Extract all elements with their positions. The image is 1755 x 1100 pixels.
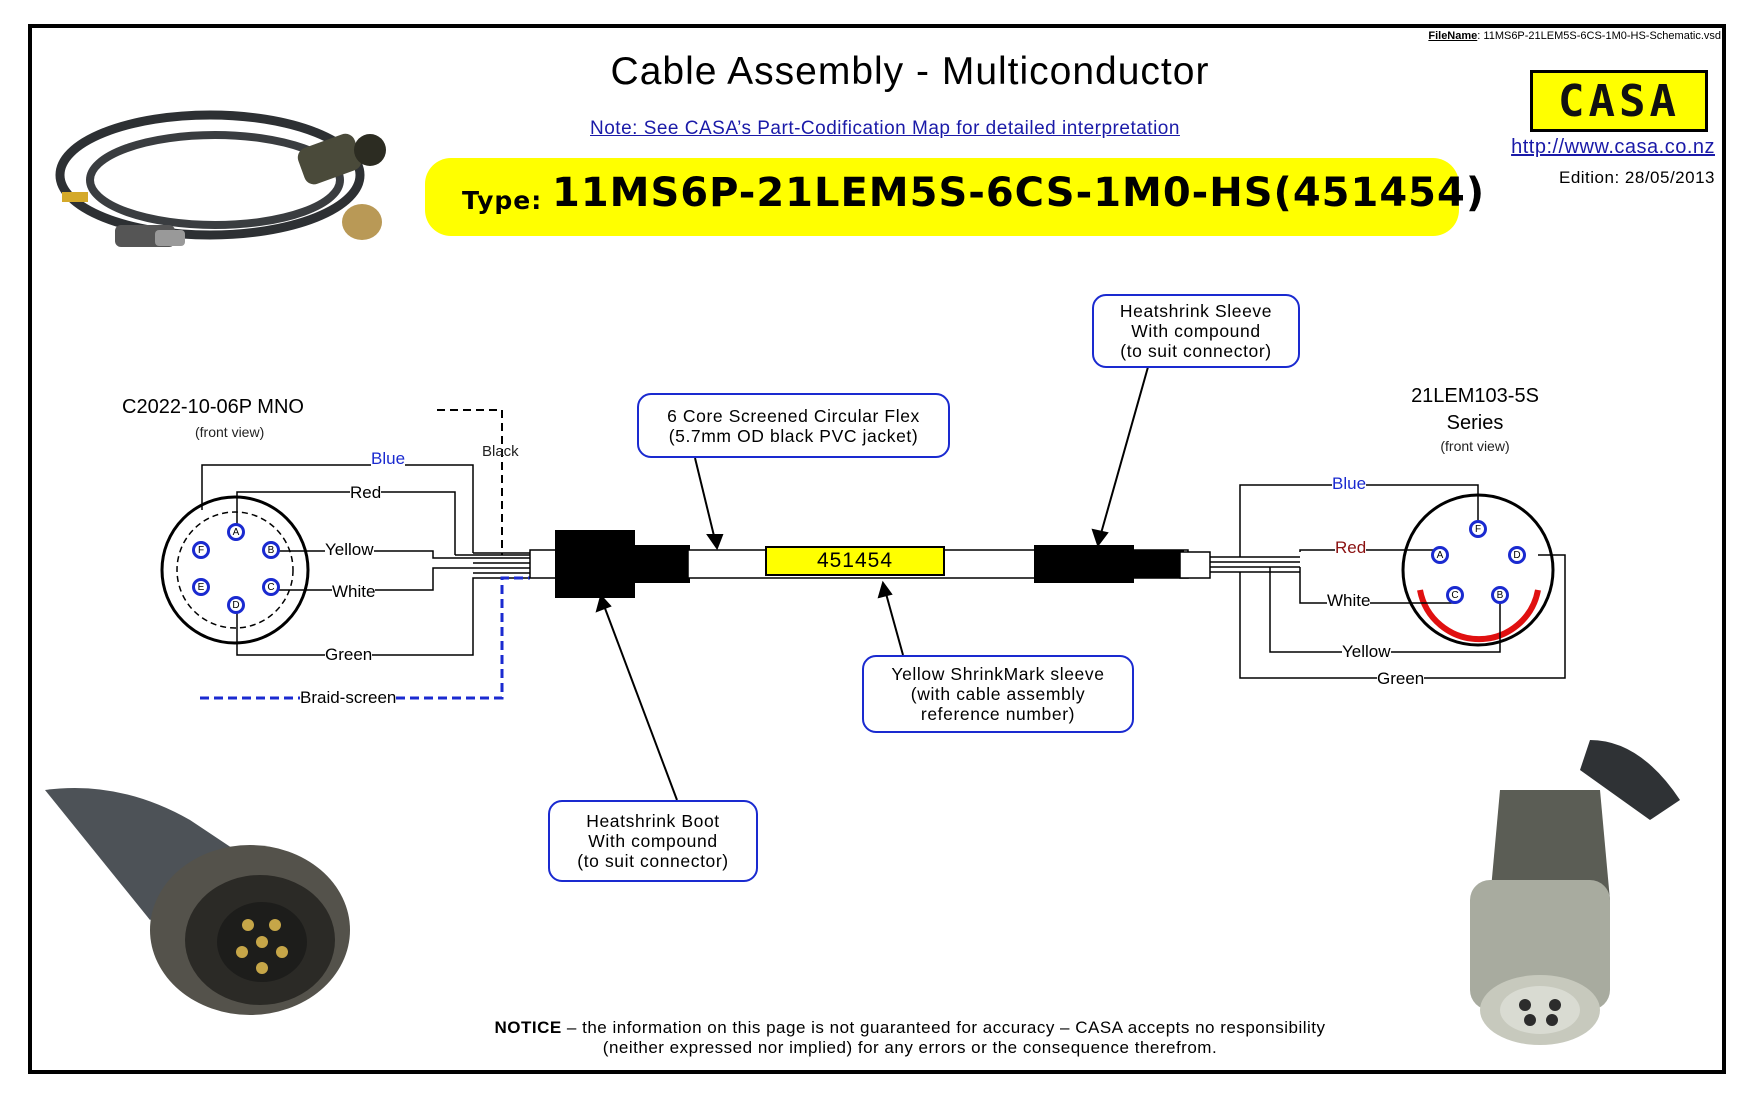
left-connector-view: (front view) [195,424,265,440]
type-banner [425,158,1459,236]
filename: FileName: 11MS6P-21LEM5S-6CS-1M0-HS-Sche… [1428,30,1721,42]
left-wire-white: White [332,582,376,602]
notice-line2: (neither expressed nor implied) for any … [602,1038,1218,1057]
right-connector-photo [1470,740,1680,1045]
left-wire-red: Red [350,483,382,503]
right-wire-yellow: Yellow [1342,642,1391,662]
right-wire-green: Green [1377,669,1425,689]
right-wire-red: Red [1335,538,1367,558]
right-wire-white: White [1327,591,1371,611]
right-connector-name: 21LEM103-5S [1411,385,1539,407]
type-label: Type: [462,186,543,215]
right-wire-blue: Blue [1332,474,1367,494]
left-pin-c: C [262,578,280,596]
right-connector-series: Series [1446,412,1504,434]
cable-callout: 6 Core Screened Circular Flex (5.7mm OD … [637,393,950,458]
cable-callout-line2: (5.7mm OD black PVC jacket) [668,425,919,446]
page-title: Cable Assembly - Multiconductor [610,50,1210,93]
left-pin-d: D [227,596,245,614]
right-pin-c: C [1446,586,1464,604]
left-connector-drawing [160,409,530,700]
right-pin-b: B [1491,586,1509,604]
shrinkmark-callout-line2: (with cable assembly [910,684,1086,704]
left-wire-blue: Blue [371,449,406,469]
casa-logo: CASA [1558,75,1680,127]
sleeve-callout-line1: Heatshrink Sleeve [1119,301,1273,321]
shrinkmark-callout-line1: Yellow ShrinkMark sleeve [891,664,1105,684]
callout-leaders [595,366,1149,801]
sleeve-callout-line3: (to suit connector) [1120,341,1272,361]
casa-logo-box [1530,70,1708,132]
notice-line1: NOTICE – the information on this page is… [494,1018,1326,1037]
left-connector-photo [45,788,350,1015]
shrinkmark-number: 451454 [765,546,945,576]
left-pin-b: B [262,541,280,559]
right-connector-view: (front view) [1440,438,1510,454]
left-connector-name: C2022-10-06P MNO [122,396,304,418]
left-wire-green: Green [325,645,373,665]
black-wire-label: Black [482,443,519,460]
boot-callout-line3: (to suit connector) [577,851,729,871]
left-wire-yellow: Yellow [325,540,374,560]
edition-date: Edition: 28/05/2013 [1558,168,1715,187]
boot-callout-line1: Heatshrink Boot [586,811,720,831]
right-pin-f: F [1469,520,1487,538]
cable-photo [55,110,386,247]
boot-callout: Heatshrink Boot With compound (to suit c… [548,800,758,882]
braid-screen-label: Braid-screen [300,688,397,708]
boot-callout-line2: With compound [588,831,718,851]
notice: NOTICE – the information on this page is… [0,1018,1755,1058]
cable-callout-line1: 6 Core Screened Circular Flex [667,405,920,426]
shrinkmark-callout-line3: reference number) [920,704,1076,724]
sleeve-callout: Heatshrink Sleeve With compound (to suit… [1092,294,1300,368]
left-pin-e: E [192,578,210,596]
right-pin-a: A [1431,546,1449,564]
codification-map-link[interactable]: Note: See CASA’s Part-Codification Map f… [590,118,1180,139]
page-frame [28,24,1726,1074]
left-pin-f: F [192,541,210,559]
right-connector-drawing [1239,484,1566,679]
shrinkmark-callout: Yellow ShrinkMark sleeve (with cable ass… [862,655,1134,733]
right-pin-d: D [1508,546,1526,564]
type-code: 11MS6P-21LEM5S-6CS-1M0-HS(451454) [552,170,1486,216]
website-link[interactable]: http://www.casa.co.nz [1511,136,1715,158]
left-pin-a: A [227,523,245,541]
sleeve-callout-line2: With compound [1131,321,1261,341]
